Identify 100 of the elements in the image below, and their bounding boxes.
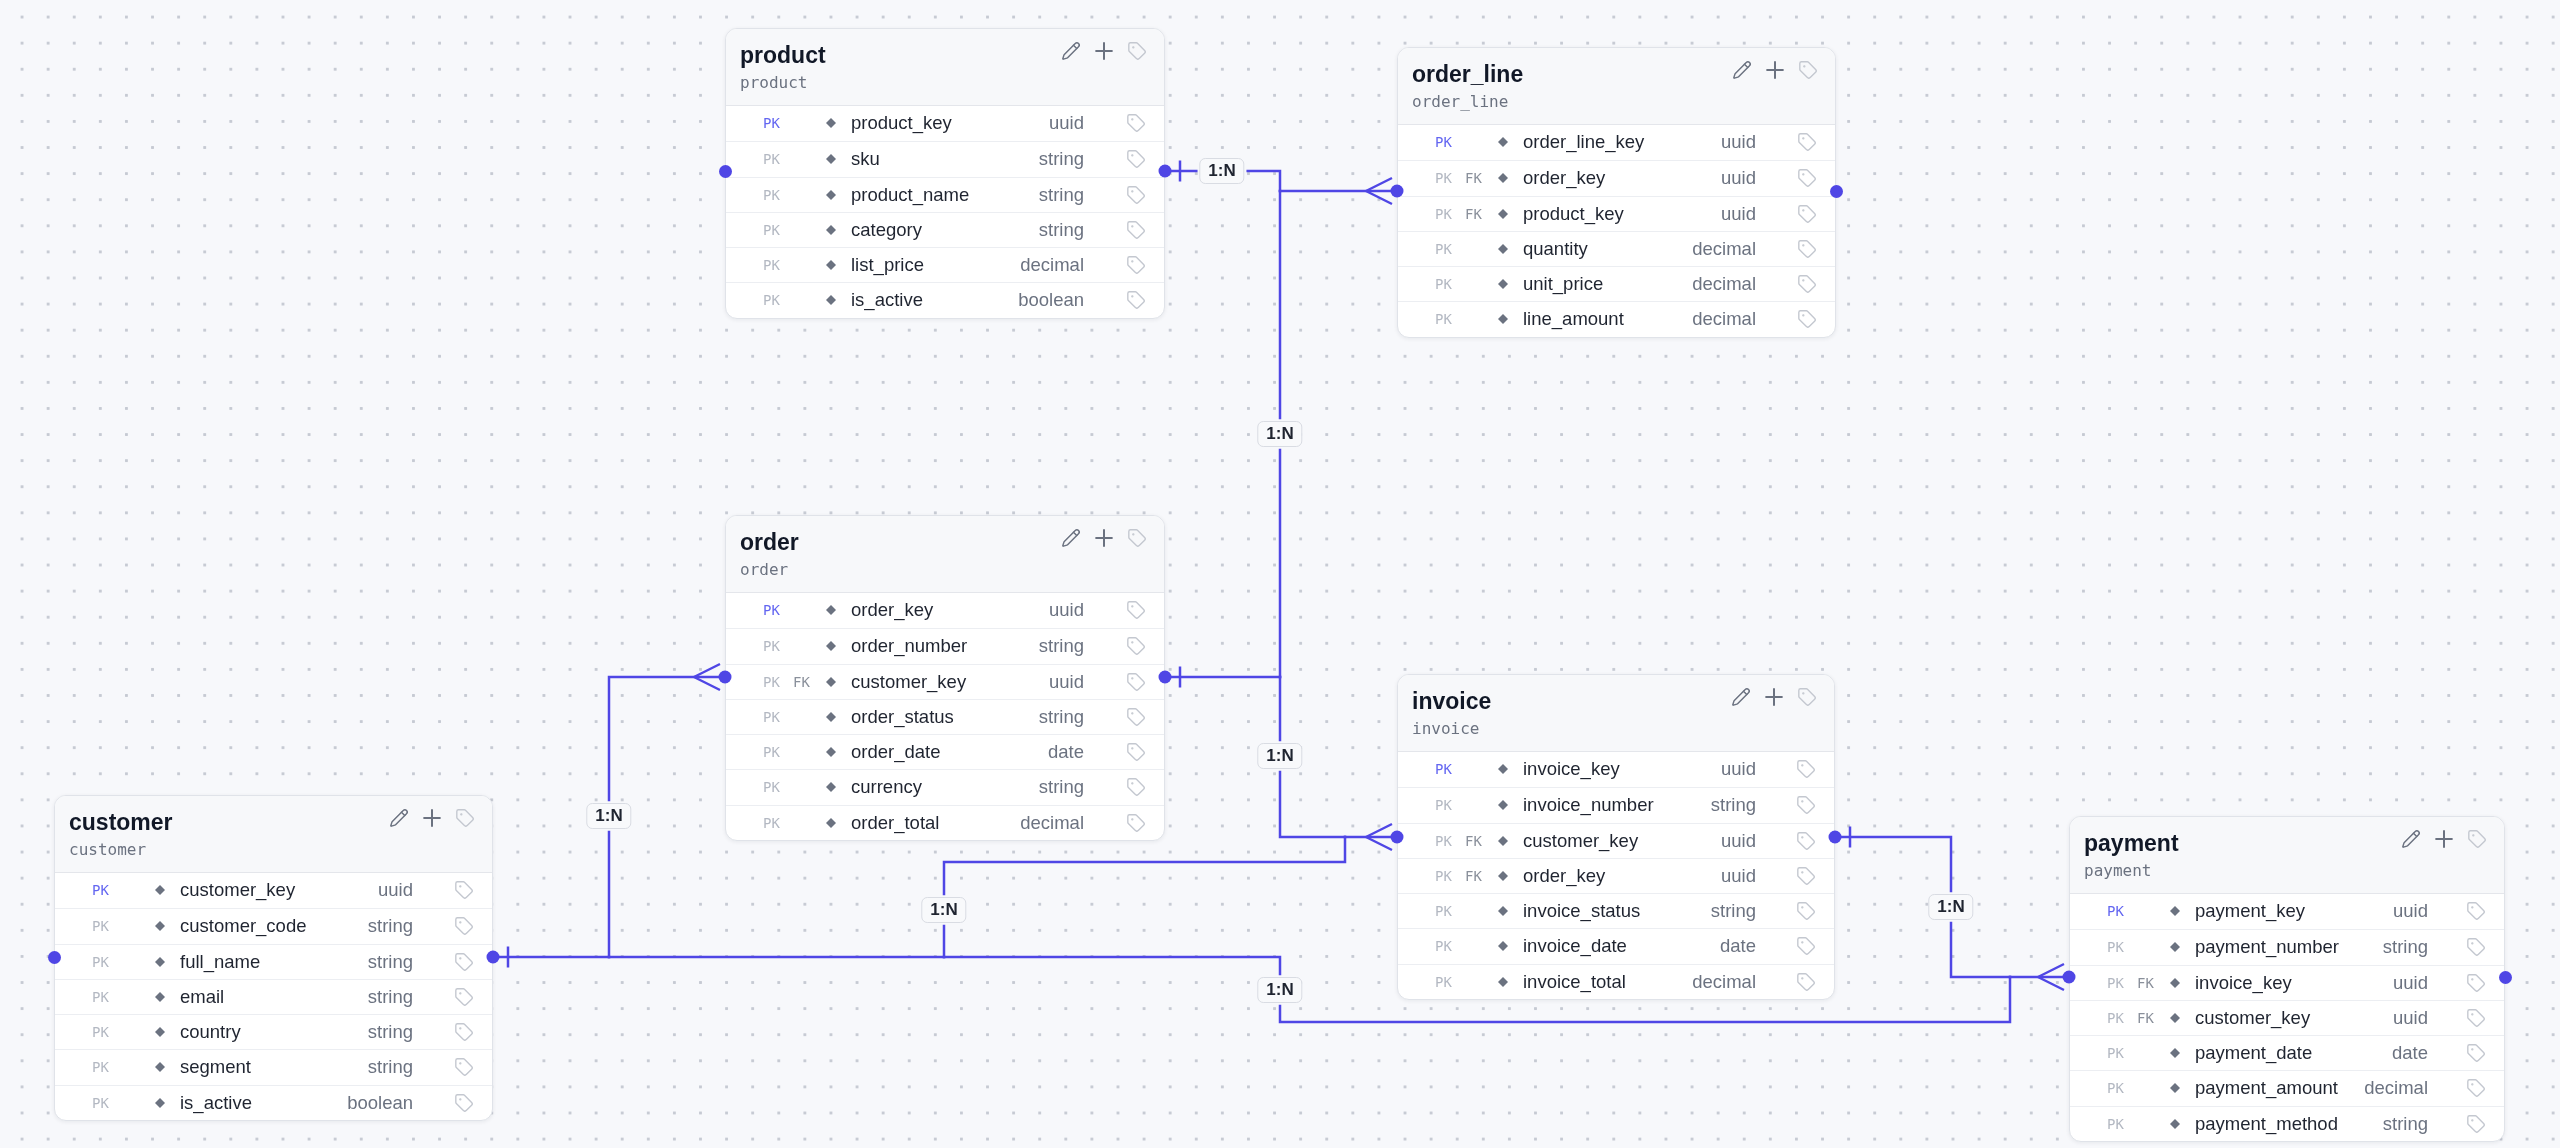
- table-title: payment: [2084, 830, 2179, 857]
- column-type: uuid: [1721, 829, 1756, 852]
- column-name: order_line_key: [1523, 131, 1645, 153]
- column-type: uuid: [1721, 167, 1756, 190]
- column-type: string: [367, 985, 413, 1008]
- column-type: decimal: [1692, 308, 1756, 331]
- key-label: PK: [92, 1058, 109, 1077]
- column-type: boolean: [347, 1091, 413, 1114]
- column-name: invoice_date: [1523, 935, 1627, 958]
- column-name: payment_key: [2195, 900, 2306, 922]
- table-card: [725, 515, 1165, 842]
- key-label: PK: [763, 150, 780, 169]
- key-label: PK: [1435, 275, 1452, 294]
- column-name: customer_key: [180, 879, 296, 901]
- column-type: decimal: [1020, 254, 1084, 277]
- key-label: PK: [1435, 831, 1452, 850]
- key-label: PK: [2107, 1114, 2124, 1133]
- table-title: invoice: [1412, 688, 1492, 715]
- key-label: PK: [1435, 133, 1452, 151]
- column-name: invoice_key: [1523, 758, 1620, 780]
- column-type: string: [1038, 776, 1084, 799]
- key-label: PK: [763, 637, 780, 656]
- key-label: PK: [2107, 1044, 2124, 1063]
- key-label: FK: [2137, 1008, 2154, 1027]
- column-type: uuid: [1049, 599, 1084, 621]
- key-label: FK: [1465, 169, 1482, 188]
- column-type: string: [1038, 635, 1084, 658]
- column-type: decimal: [1020, 811, 1084, 834]
- table-card: [2069, 816, 2505, 1143]
- column-name: quantity: [1523, 237, 1588, 260]
- key-label: PK: [2107, 1079, 2124, 1098]
- edge-label: 1:N: [586, 803, 632, 829]
- column-type: string: [1038, 183, 1084, 206]
- column-type: uuid: [1049, 112, 1084, 134]
- column-name: currency: [851, 776, 922, 799]
- key-label: PK: [763, 220, 780, 239]
- column-type: string: [2382, 1112, 2428, 1135]
- table-subtitle: payment: [2084, 861, 2152, 880]
- relationship-line: [1157, 665, 1282, 689]
- column-type: uuid: [1721, 864, 1756, 887]
- table-card: [725, 28, 1165, 319]
- key-label: PK: [763, 778, 780, 797]
- key-label: PK: [763, 185, 780, 204]
- key-label: FK: [1465, 204, 1482, 223]
- column-type: date: [2392, 1042, 2428, 1065]
- key-label: PK: [1435, 902, 1452, 921]
- column-type: uuid: [1721, 202, 1756, 225]
- table-subtitle: invoice: [1412, 719, 1480, 738]
- table-card: [54, 795, 493, 1122]
- key-label: PK: [1435, 169, 1452, 188]
- column-type: uuid: [1721, 758, 1756, 780]
- key-label: PK: [2107, 902, 2124, 920]
- column-type: string: [367, 950, 413, 973]
- table-subtitle: order: [740, 560, 789, 579]
- column-name: is_active: [180, 1091, 252, 1114]
- key-label: PK: [2107, 1008, 2124, 1027]
- column-name: invoice_status: [1523, 900, 1641, 923]
- column-name: order_status: [851, 705, 954, 728]
- table-title: product: [740, 42, 826, 69]
- column-name: line_amount: [1523, 308, 1624, 331]
- column-name: product_key: [1523, 202, 1624, 225]
- key-label: PK: [92, 952, 109, 971]
- column-type: string: [1710, 794, 1756, 817]
- column-name: payment_amount: [2195, 1077, 2338, 1100]
- table-title: order: [740, 529, 799, 556]
- column-name: order_date: [851, 741, 941, 764]
- column-name: order_key: [1523, 864, 1606, 887]
- table-card: [1397, 47, 1836, 338]
- column-type: uuid: [1049, 670, 1084, 693]
- column-type: boolean: [1018, 289, 1084, 312]
- relationship-line: [1827, 825, 2012, 979]
- column-type: uuid: [2393, 900, 2428, 922]
- column-name: order_key: [1523, 167, 1606, 190]
- edge-label: 1:N: [1257, 743, 1303, 769]
- column-name: invoice_total: [1523, 970, 1626, 993]
- key-label: PK: [763, 743, 780, 762]
- column-name: payment_number: [2195, 936, 2339, 959]
- key-label: PK: [92, 1023, 109, 1042]
- key-label: PK: [763, 256, 780, 275]
- key-label: PK: [763, 707, 780, 726]
- column-type: string: [367, 1056, 413, 1079]
- column-name: category: [851, 218, 922, 241]
- table-title: customer: [69, 809, 173, 836]
- column-name: unit_price: [1523, 273, 1604, 296]
- key-label: PK: [763, 813, 780, 832]
- table-subtitle: customer: [69, 840, 147, 859]
- key-label: PK: [2107, 938, 2124, 957]
- column-name: country: [180, 1021, 241, 1044]
- table-title: order_line: [1412, 61, 1524, 88]
- column-type: uuid: [2393, 1006, 2428, 1029]
- column-type: decimal: [1692, 273, 1756, 296]
- edge-label: 1:N: [1257, 421, 1303, 447]
- relationship-line: [2008, 962, 2077, 992]
- column-name: is_active: [851, 289, 923, 312]
- column-type: string: [1038, 148, 1084, 171]
- key-label: PK: [1435, 866, 1452, 885]
- table-subtitle: order_line: [1412, 92, 1509, 111]
- edge-label: 1:N: [921, 897, 967, 923]
- key-label: PK: [92, 881, 109, 899]
- column-name: product_name: [851, 183, 970, 206]
